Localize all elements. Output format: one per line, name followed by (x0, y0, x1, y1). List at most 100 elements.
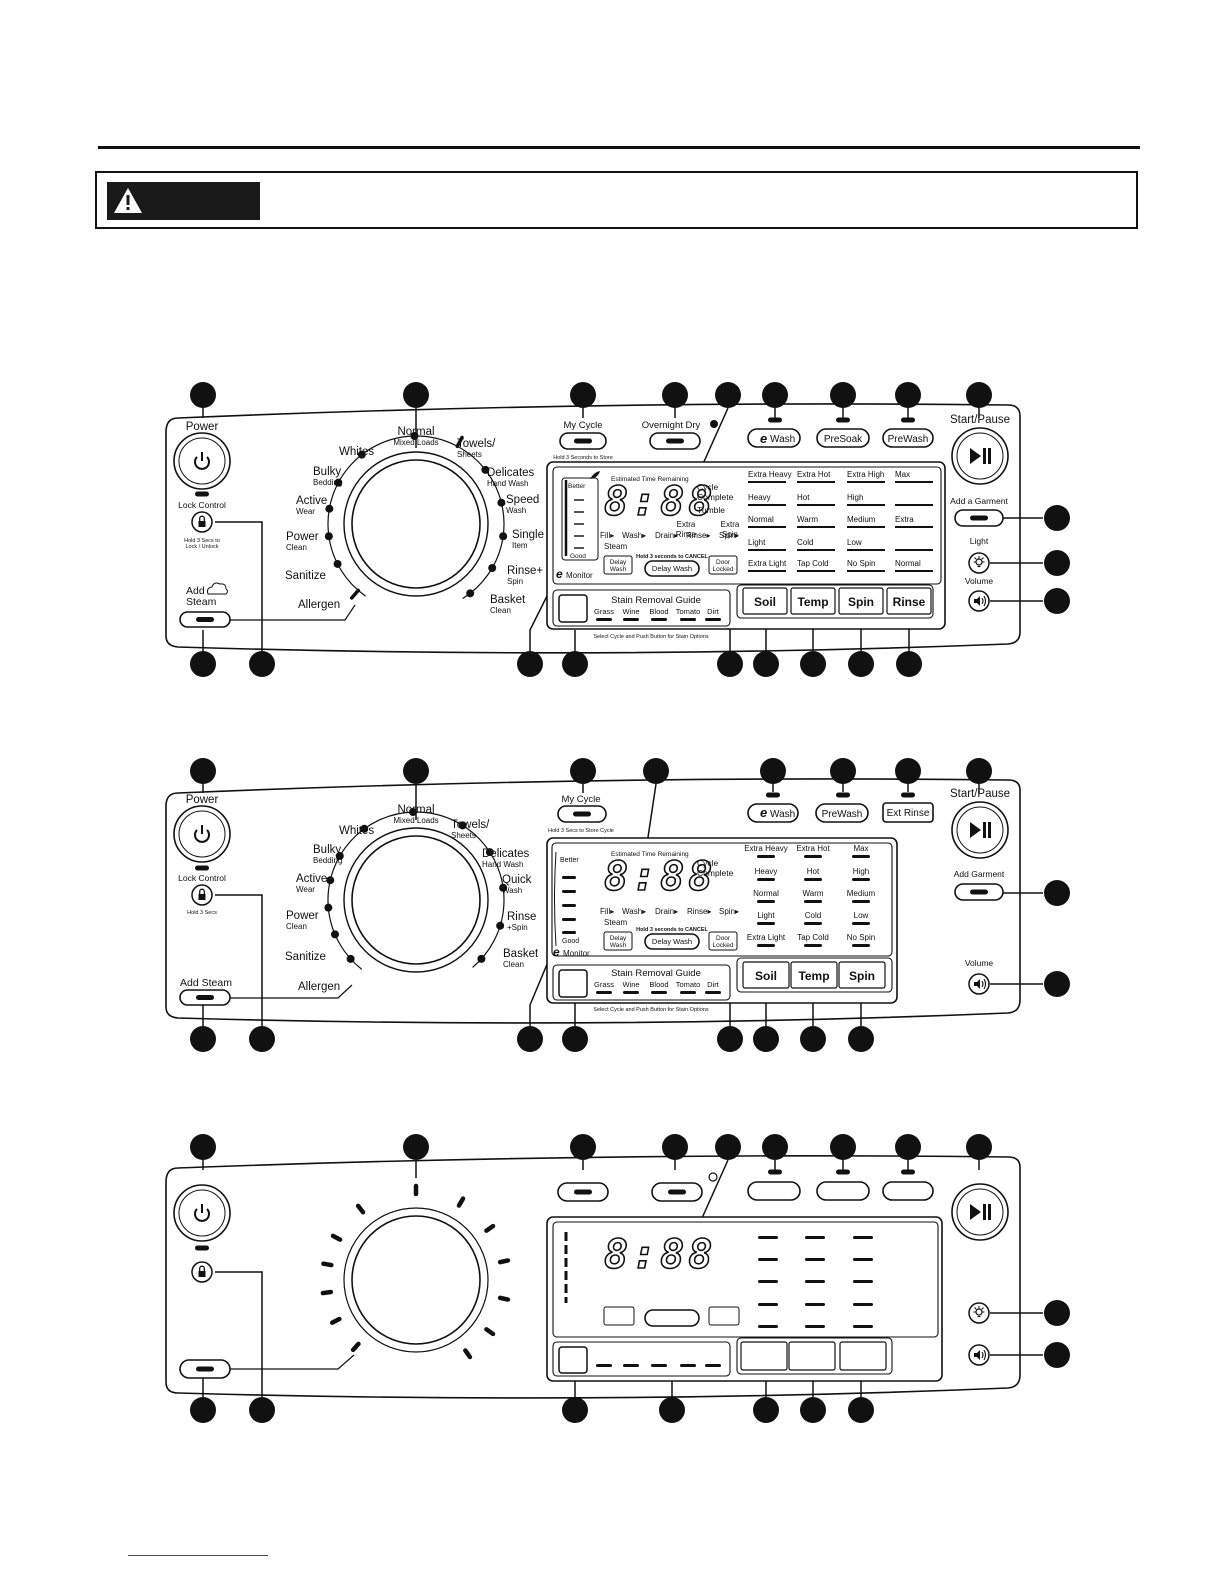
presoak-button[interactable] (816, 1181, 870, 1201)
option-button[interactable] (839, 1341, 887, 1371)
cycle-position-tick[interactable] (330, 1233, 343, 1242)
delay-wash-button[interactable] (644, 1309, 700, 1327)
cycle-position-tick[interactable] (321, 1261, 334, 1268)
cycle-position-tick[interactable] (350, 1341, 361, 1353)
emonitor-better: Better (568, 483, 586, 490)
cycle-position-tick[interactable] (484, 1223, 496, 1233)
cycle-position-tick[interactable] (463, 1348, 473, 1360)
option-button[interactable] (788, 1341, 836, 1371)
tumble-label: Tumble (697, 505, 725, 515)
cycle-position-dot[interactable] (324, 532, 333, 541)
cycle-position-tick[interactable] (456, 1196, 466, 1208)
cycle-position-dot[interactable] (481, 465, 490, 474)
cycle-position-dot[interactable] (496, 921, 505, 930)
cycle-position-tick[interactable] (497, 1258, 511, 1265)
option-button-rinse[interactable] (886, 587, 932, 615)
stain-guide-note: Select Cycle and Push Button for Stain O… (593, 634, 709, 640)
emonitor-frame (561, 477, 599, 561)
cycle-position-dot[interactable] (333, 559, 342, 568)
prewash-button[interactable] (815, 803, 869, 823)
cycle-label: Towels/Sheets (451, 819, 490, 840)
light-button[interactable] (968, 552, 990, 574)
cycle-position-tick[interactable] (484, 1327, 496, 1337)
pause-bar-left (983, 1204, 986, 1220)
stain-guide-button[interactable] (558, 594, 588, 623)
option-button-spin[interactable] (838, 587, 884, 615)
prewash-button[interactable] (882, 1181, 934, 1201)
ewash-button[interactable] (747, 803, 799, 823)
light-button[interactable] (968, 1302, 990, 1324)
cycle-stage-label: Rinse▸ (686, 531, 710, 540)
cycle-position-dot[interactable] (324, 903, 333, 912)
emonitor-good: Good (570, 553, 586, 560)
option-button[interactable] (740, 1341, 788, 1371)
option-setting-label: Cold (805, 911, 821, 920)
ewash-indicator (768, 1169, 782, 1175)
presoak-button[interactable] (816, 428, 870, 448)
cycle-label: Whites (339, 825, 374, 837)
cycle-position-dot[interactable] (410, 432, 419, 441)
cycle-position-dot[interactable] (360, 824, 369, 833)
prewash-button[interactable] (882, 428, 934, 448)
cycle-position-dot[interactable] (488, 564, 497, 572)
cycle-position-dot[interactable] (466, 589, 475, 598)
option-button-temp[interactable] (790, 587, 836, 615)
option-setting-indicator (852, 900, 870, 903)
callout-marker (1044, 505, 1070, 531)
stain-guide-button[interactable] (558, 1346, 588, 1374)
callout-marker (800, 1397, 826, 1423)
option-button-soil[interactable] (742, 587, 788, 615)
cycle-selector-knob[interactable] (351, 459, 481, 589)
cycle-position-dot[interactable] (458, 821, 467, 830)
option-button-spin[interactable] (838, 961, 886, 989)
power-button-ring (178, 437, 226, 485)
callout-marker (830, 758, 856, 784)
ext-rinse-button[interactable] (882, 802, 934, 823)
sound-wave (983, 978, 987, 990)
cycle-position-dot[interactable] (499, 532, 508, 541)
cycle-position-dot[interactable] (330, 930, 339, 939)
cycle-position-dot[interactable] (499, 883, 508, 892)
cycle-label: Sanitize (285, 951, 326, 963)
cycle-selector-knob[interactable] (351, 1215, 481, 1345)
delay-wash-button[interactable] (644, 560, 700, 577)
cycle-position-dot[interactable] (408, 808, 417, 817)
cycle-position-tick[interactable] (497, 1295, 511, 1302)
cycle-position-dot[interactable] (497, 498, 506, 507)
stain-guide-button[interactable] (558, 969, 588, 998)
option-button-temp[interactable] (790, 961, 838, 989)
lock-icon-body (198, 521, 206, 527)
cycle-position-dot[interactable] (325, 504, 334, 513)
callout-marker (249, 1026, 275, 1052)
ewash-button[interactable] (747, 428, 801, 448)
power-indicator (195, 491, 209, 497)
callout-marker (848, 1026, 874, 1052)
cycle-position-tick[interactable] (320, 1289, 334, 1296)
cycle-position-dot[interactable] (485, 848, 494, 857)
callout-marker (190, 758, 216, 784)
cycle-position-dot[interactable] (357, 450, 366, 459)
option-setting-indicator (804, 878, 822, 881)
section-rule (98, 146, 1140, 149)
delay-wash-button[interactable] (644, 933, 700, 950)
cycle-position-dot[interactable] (477, 954, 486, 963)
cycle-selector-knob[interactable] (351, 835, 481, 965)
cycle-position-dot[interactable] (346, 954, 355, 963)
cycle-position-tick[interactable] (455, 435, 464, 449)
cycle-position-dot[interactable] (334, 478, 343, 487)
callout-marker (190, 1134, 216, 1160)
lock-icon (198, 888, 206, 900)
callout-marker (715, 382, 741, 408)
cycle-position-dot[interactable] (326, 876, 335, 885)
cycle-position-tick[interactable] (355, 1203, 366, 1215)
ewash-button[interactable] (747, 1181, 801, 1201)
cycle-position-dot[interactable] (335, 852, 344, 860)
cycle-position-tick[interactable] (329, 1316, 342, 1325)
cycle-position-tick[interactable] (349, 588, 361, 600)
option-button-soil[interactable] (742, 961, 790, 989)
